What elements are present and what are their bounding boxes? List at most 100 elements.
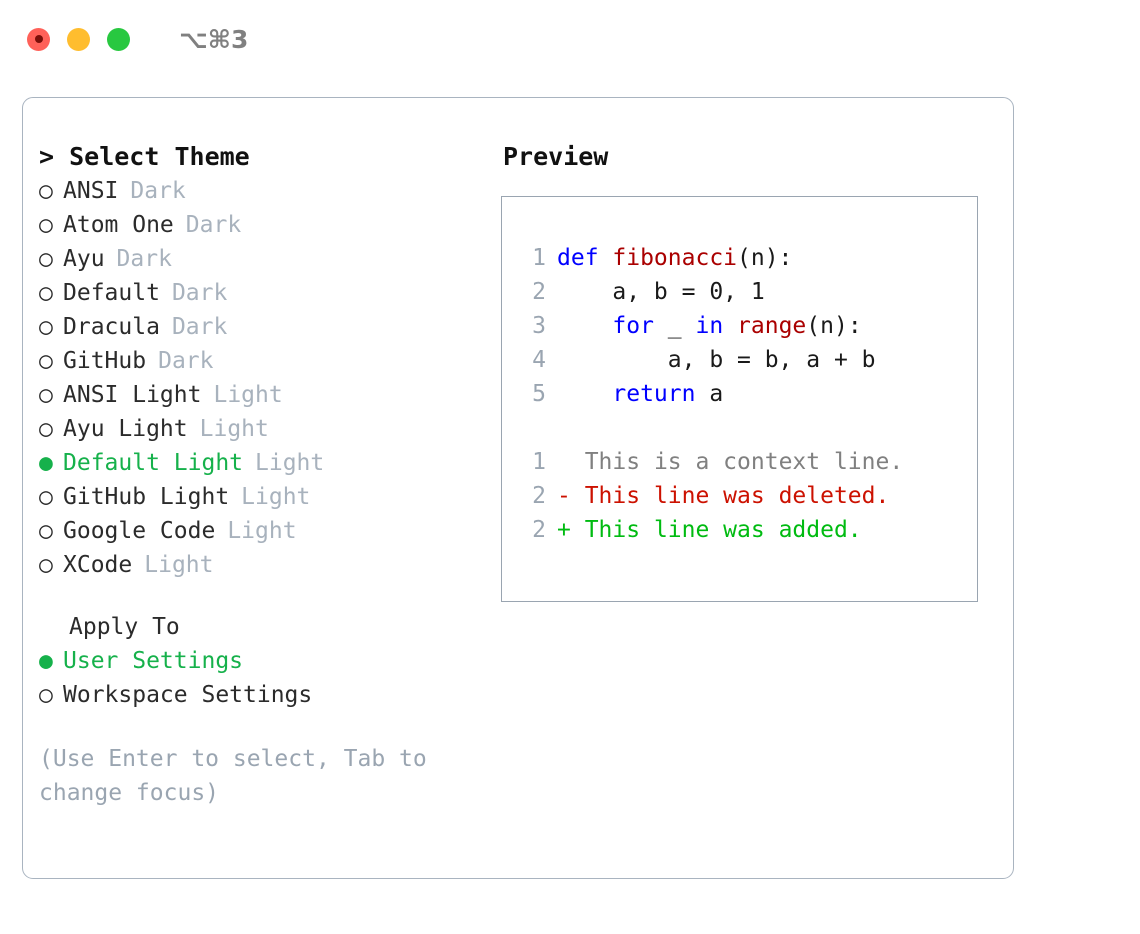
radio-selected-icon[interactable]: ● — [39, 450, 53, 476]
theme-option-label: Default — [63, 280, 160, 306]
code-line-text: a, b = b, a + b — [557, 343, 876, 377]
theme-option-default[interactable]: ○ Default Dark — [39, 276, 501, 310]
theme-option-kind: Light — [241, 484, 311, 510]
window-titlebar: ⌥⌘3 — [0, 0, 1140, 78]
radio-unselected-icon[interactable]: ○ — [39, 552, 53, 578]
line-number: 1 — [532, 245, 546, 271]
theme-option-label: Ayu — [63, 246, 105, 272]
line-number: 2 — [532, 517, 546, 543]
diff-marker: + — [557, 517, 571, 543]
line-number: 2 — [532, 279, 546, 305]
diff-line-text: This line was deleted. — [570, 483, 890, 509]
code-line: 4 a, b = b, a + b — [516, 343, 977, 377]
theme-option-kind: Dark — [130, 178, 186, 204]
diff-line-added: 2 + This line was added. — [516, 513, 977, 547]
diff-line-context: 1 This is a context line. — [516, 445, 977, 479]
apply-to-option-workspace-settings[interactable]: ○ Workspace Settings — [39, 678, 501, 712]
theme-option-default-light[interactable]: ● Default Light Light — [39, 446, 501, 480]
theme-option-label: Google Code — [63, 518, 216, 544]
code-token-plain: a — [695, 381, 724, 407]
window-controls — [27, 27, 130, 51]
diff-marker: - — [557, 483, 571, 509]
theme-option-label: Default Light — [63, 450, 244, 476]
theme-option-kind: Dark — [171, 280, 228, 306]
radio-unselected-icon[interactable]: ○ — [39, 382, 53, 408]
theme-option-ayu[interactable]: ○ Ayu Dark — [39, 242, 501, 276]
theme-option-dracula[interactable]: ○ Dracula Dark — [39, 310, 501, 344]
radio-selected-icon[interactable]: ● — [39, 648, 53, 674]
select-theme-heading: > Select Theme — [39, 142, 250, 171]
code-diff-spacer — [516, 411, 977, 445]
theme-option-ansi[interactable]: ○ ANSI Dark — [39, 174, 501, 208]
theme-option-xcode[interactable]: ○ XCode Light — [39, 548, 501, 582]
theme-option-label: ANSI — [63, 178, 119, 204]
apply-to-option-user-settings[interactable]: ● User Settings — [39, 644, 501, 678]
code-line: 5 return a — [516, 377, 977, 411]
theme-option-kind: Light — [144, 552, 214, 578]
zoom-window-button[interactable] — [107, 27, 130, 51]
diff-line-text: This line was added. — [570, 517, 862, 543]
line-number: 4 — [532, 347, 546, 373]
theme-option-google-code[interactable]: ○ Google Code Light — [39, 514, 501, 548]
theme-option-label: Atom One — [63, 212, 174, 238]
code-token-plain — [557, 313, 612, 339]
theme-option-ayu-light[interactable]: ○ Ayu Light Light — [39, 412, 501, 446]
theme-option-kind: Dark — [158, 348, 214, 374]
radio-unselected-icon[interactable]: ○ — [39, 212, 53, 238]
line-number: 1 — [532, 449, 546, 475]
line-number: 2 — [532, 483, 546, 509]
radio-unselected-icon[interactable]: ○ — [39, 518, 53, 544]
code-line-text: for _ in range(n): — [557, 309, 862, 343]
radio-unselected-icon[interactable]: ○ — [39, 246, 53, 272]
code-line: 3 for _ in range(n): — [516, 309, 977, 343]
theme-option-kind: Light — [199, 416, 269, 442]
diff-marker — [557, 445, 571, 479]
radio-unselected-icon[interactable]: ○ — [39, 416, 53, 442]
theme-option-kind: Dark — [116, 246, 172, 272]
theme-option-kind: Dark — [185, 212, 242, 238]
code-token-fn: range — [737, 313, 807, 339]
radio-unselected-icon[interactable]: ○ — [39, 178, 53, 204]
theme-option-kind: Light — [255, 450, 325, 476]
code-line-text: def fibonacci(n): — [557, 241, 792, 275]
code-token-kw: in — [695, 313, 724, 339]
code-line-text: return a — [557, 377, 723, 411]
minimize-window-button[interactable] — [67, 27, 90, 51]
theme-option-atom-one[interactable]: ○ Atom One Dark — [39, 208, 501, 242]
apply-to-option-label: User Settings — [63, 648, 244, 674]
apply-to-list: ● User Settings ○ Workspace Settings — [39, 644, 501, 712]
radio-unselected-icon[interactable]: ○ — [39, 682, 53, 708]
code-token-fn: fibonacci — [612, 245, 738, 271]
radio-unselected-icon[interactable]: ○ — [39, 314, 53, 340]
code-token-plain: a, b = 0, 1 — [557, 279, 765, 305]
radio-unselected-icon[interactable]: ○ — [39, 280, 53, 306]
apply-to-heading: Apply To — [69, 614, 180, 640]
theme-option-label: Ayu Light — [63, 416, 188, 442]
code-token-kw: def — [557, 245, 613, 271]
apply-to-option-label: Workspace Settings — [63, 682, 313, 708]
theme-option-label: Dracula — [63, 314, 160, 340]
code-token-plain — [557, 381, 612, 407]
close-window-button[interactable] — [27, 27, 50, 51]
radio-unselected-icon[interactable]: ○ — [39, 348, 53, 374]
radio-unselected-icon[interactable]: ○ — [39, 484, 53, 510]
preview-heading: Preview — [503, 142, 609, 171]
theme-option-kind: Light — [227, 518, 297, 544]
theme-option-kind: Dark — [171, 314, 228, 340]
code-token-kw: return — [612, 381, 696, 407]
theme-option-kind: Light — [213, 382, 283, 408]
keyboard-shortcut-label: ⌥⌘3 — [179, 24, 249, 54]
code-token-plain: (n): — [806, 313, 862, 339]
theme-option-label: XCode — [63, 552, 133, 578]
code-line: 2 a, b = 0, 1 — [516, 275, 977, 309]
code-token-plain: a, b = b, a + b — [557, 347, 876, 373]
